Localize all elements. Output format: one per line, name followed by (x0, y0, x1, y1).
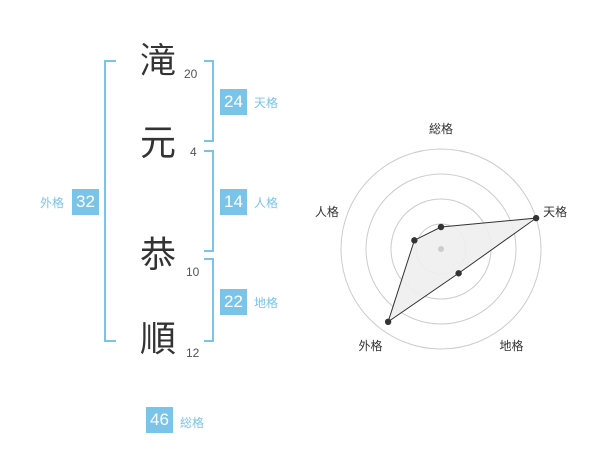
radar-point-3 (455, 270, 462, 277)
jinkaku-bracket (204, 150, 214, 252)
radar-point-4 (384, 318, 392, 326)
name-char-2: 元 (140, 123, 177, 164)
radar-points (384, 214, 540, 326)
gaikaku-value: 32 (72, 189, 99, 215)
radar-point-2 (532, 214, 540, 222)
chikaku-value: 22 (220, 289, 247, 315)
radar-point-1 (437, 223, 445, 231)
radar-center-dot (438, 246, 444, 252)
jinkaku-value: 14 (220, 189, 247, 215)
tenkaku-value: 24 (220, 89, 247, 115)
gaikaku-label: 外格 (40, 196, 65, 210)
radar-point-5 (411, 237, 418, 244)
chikaku-bracket (204, 258, 214, 342)
soukaku-value: 46 (146, 407, 173, 433)
tenkaku-bracket (204, 60, 214, 142)
radar-ring-3 (365, 173, 517, 325)
radar-axis-label-3: 地格 (500, 338, 524, 353)
soukaku-label: 総格 (180, 416, 205, 430)
radar-ring-4 (340, 148, 542, 350)
gaikaku-bracket (104, 60, 116, 342)
stroke-count-1: 20 (184, 67, 198, 81)
tenkaku-label: 天格 (254, 96, 279, 110)
radar-axis-label-1: 総格 (429, 121, 453, 136)
radar-axis-label-4: 外格 (358, 338, 382, 353)
chikaku-label: 地格 (254, 296, 279, 310)
radar-rings (340, 148, 542, 350)
stroke-count-4: 12 (186, 346, 200, 360)
name-char-4: 順 (140, 319, 177, 360)
stroke-count-2: 4 (190, 145, 197, 159)
radar-axis-label-5: 人格 (315, 204, 339, 219)
name-char-1: 滝 (140, 41, 177, 82)
name-char-3: 恭 (140, 235, 177, 276)
jinkaku-label: 人格 (254, 196, 279, 210)
radar-axis-label-2: 天格 (543, 204, 567, 219)
stroke-count-3: 10 (186, 265, 200, 279)
radar-area (387, 217, 538, 324)
